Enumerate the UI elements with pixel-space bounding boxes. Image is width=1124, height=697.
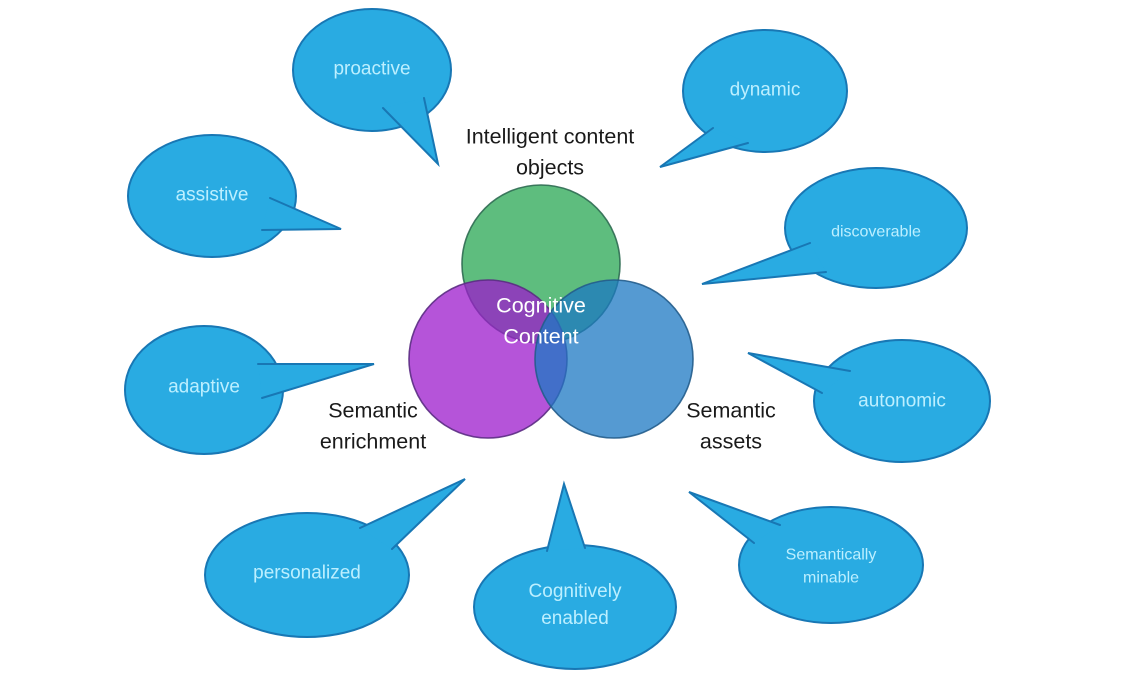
bubble-discoverable [701, 167, 968, 289]
venn-diagram [408, 184, 694, 439]
bubble-proactive [292, 8, 452, 168]
bubble-dynamic [659, 29, 848, 168]
bubble-adaptive [124, 325, 375, 455]
bubble-assistive [127, 134, 342, 258]
bubble-cognitively-enabled [473, 480, 677, 670]
bubble-personalized [204, 478, 466, 638]
bubble-semantically-minable [688, 491, 924, 624]
bubble-autonomic [747, 339, 991, 463]
venn-circle-semantic-assets [534, 279, 694, 439]
